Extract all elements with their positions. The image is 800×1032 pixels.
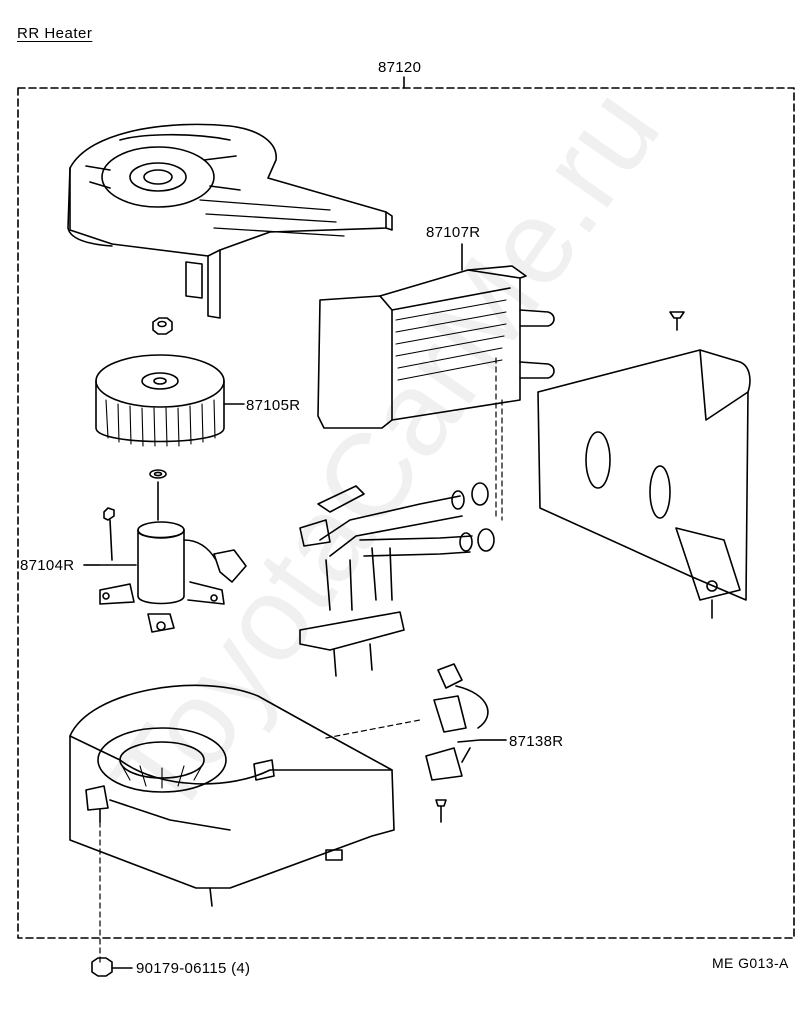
fan-nut	[152, 317, 173, 335]
wiring-harness	[425, 663, 507, 823]
figure-code: ME G013-A	[712, 955, 789, 971]
label-leaders	[83, 564, 507, 741]
part-label-87104R: 87104R	[20, 557, 75, 574]
part-label-90179: 90179-06115 (4)	[136, 960, 251, 977]
water-pipe-assembly	[299, 482, 495, 677]
heater-core	[317, 243, 555, 429]
blower-motor	[83, 481, 247, 633]
part-label-87107R: 87107R	[426, 224, 481, 241]
part-label-87138R: 87138R	[509, 733, 564, 750]
fan-washer	[149, 469, 167, 479]
alignment-leaders	[325, 357, 503, 739]
case-screw-upper	[669, 311, 685, 331]
heater-case	[537, 349, 751, 619]
blower-fan	[95, 354, 245, 447]
upper-blower-case	[67, 123, 393, 319]
lower-blower-case	[69, 684, 395, 907]
part-label-87105R: 87105R	[246, 397, 301, 414]
part-label-87120: 87120	[378, 59, 422, 76]
assembly-boundary-frame	[17, 76, 795, 939]
diagram-title: RR Heater	[17, 25, 93, 42]
bottom-nut-leader	[91, 821, 133, 977]
